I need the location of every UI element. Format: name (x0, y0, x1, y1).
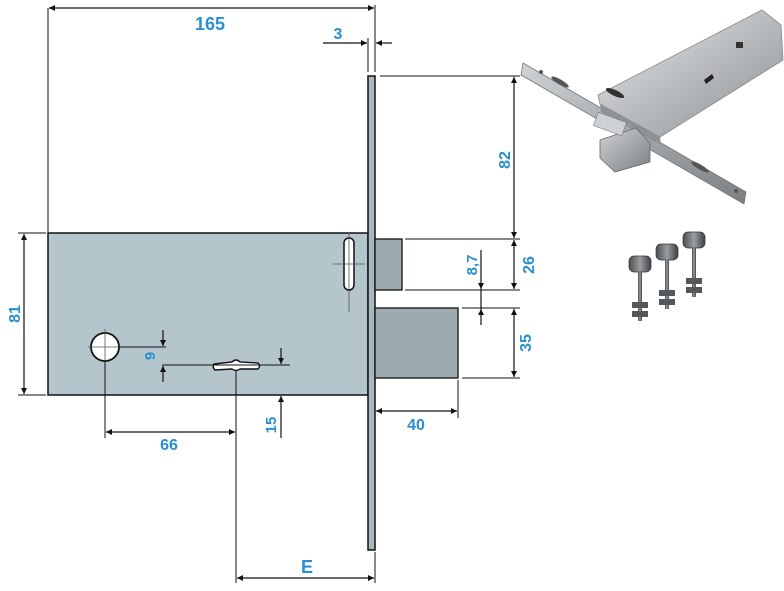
faceplate (367, 75, 376, 551)
dim-case-length: 165 (195, 14, 225, 34)
dim-latch-deadbolt-gap: 8,7 (464, 255, 481, 276)
lock-case (47, 232, 369, 396)
dim-keyhole-offset: 15 (263, 417, 280, 434)
latch-bolt (374, 238, 403, 291)
dim-backset: E (301, 557, 313, 577)
dim-deadbolt-projection: 40 (407, 417, 425, 434)
dim-hole-to-keyhole: 66 (160, 437, 178, 454)
dim-deadbolt-height: 35 (518, 334, 535, 352)
keys-photo (628, 231, 706, 321)
dim-cylinder-offset: 9 (142, 352, 159, 360)
dim-faceplate-thickness: 3 (334, 26, 343, 43)
lock-photo (520, 9, 784, 205)
dim-latch-height: 26 (521, 256, 538, 274)
deadbolt (374, 307, 459, 379)
dim-case-height: 81 (7, 305, 24, 323)
dim-top-to-latch: 82 (497, 151, 514, 169)
